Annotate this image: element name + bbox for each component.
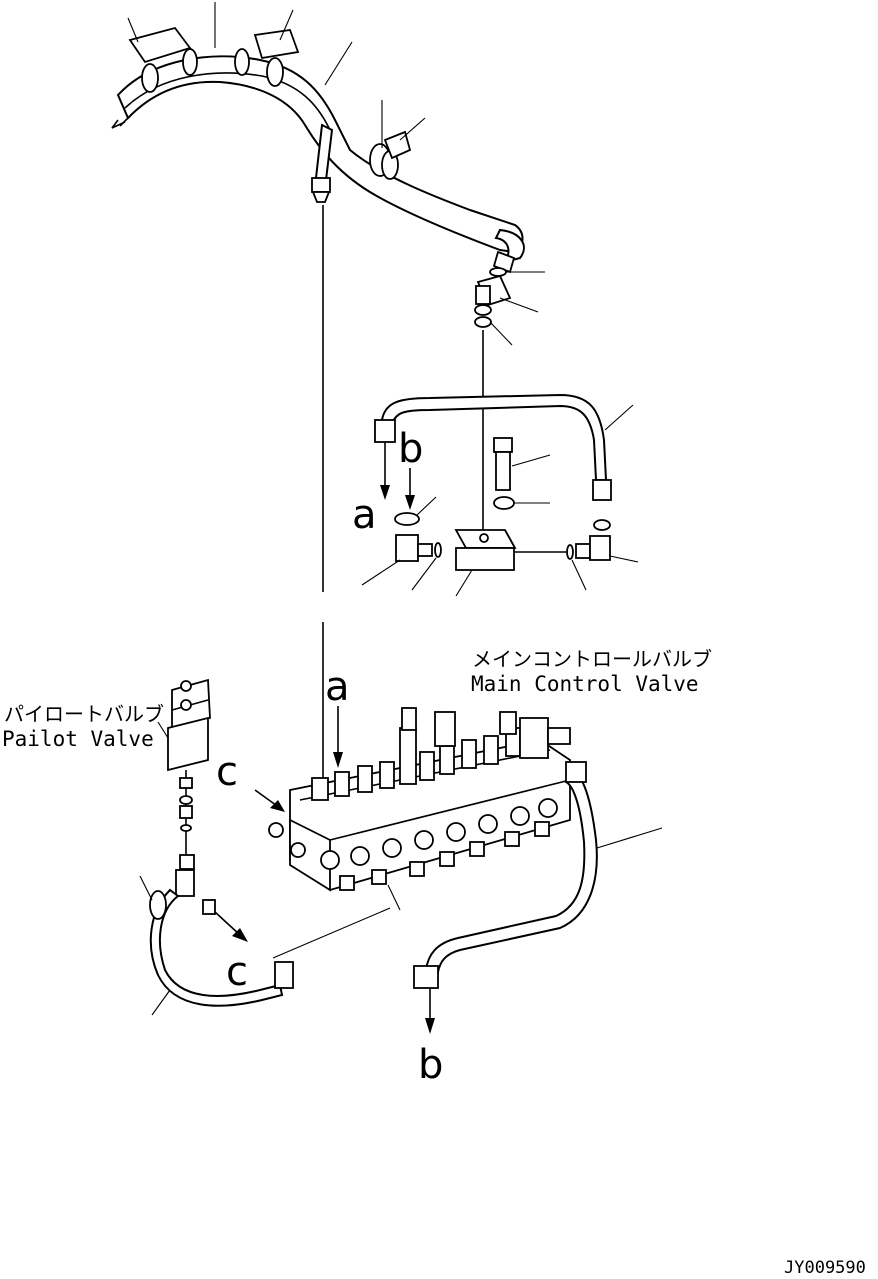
pilot-hose-assembly (374, 393, 634, 531)
arrow-c-bottom-head (232, 928, 248, 942)
callout-c-bottom: c (226, 949, 248, 995)
pilot-valve-label-jp: パイロートバルブ (4, 702, 164, 726)
callout-a-main: a (325, 664, 350, 710)
upper-fittings (474, 267, 545, 530)
upper-hose-bundle (111, 2, 525, 274)
main-valve-label-jp: メインコントロールバルブ (472, 647, 712, 671)
main-control-valve (268, 707, 571, 911)
callout-a-top: a (352, 492, 377, 538)
arrow-a-head (333, 752, 343, 768)
arrow-c-bottom-shaft (214, 911, 241, 936)
callout-b-bottom: b (418, 1042, 443, 1088)
junction-block-assembly (361, 437, 639, 597)
drawing-id: JY009590 (784, 1258, 866, 1278)
callout-c-top: c (216, 749, 238, 795)
return-hose (413, 761, 663, 1034)
callout-b-top: b (398, 426, 423, 472)
pilot-valve-assembly (139, 678, 391, 1016)
valve-ports (268, 707, 571, 891)
main-valve-label-en: Main Control Valve (471, 672, 699, 696)
pilot-valve-label-en: Pailot Valve (2, 727, 154, 751)
arrow-c-top-head (270, 800, 285, 812)
